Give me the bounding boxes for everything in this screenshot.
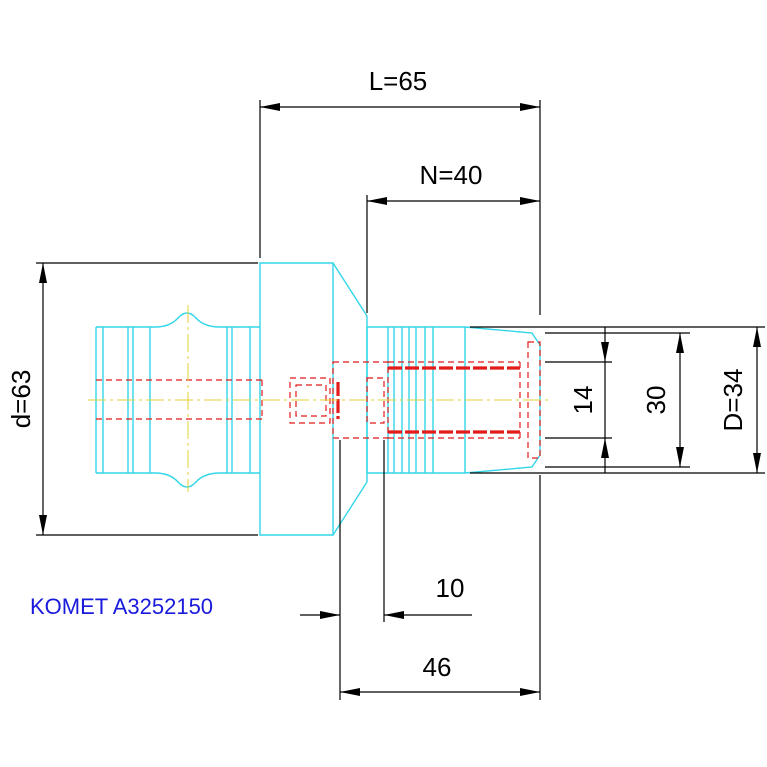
dim-label-46: 46 [423, 652, 452, 682]
tool-outline [95, 262, 541, 536]
product-code-label: KOMET A3252150 [30, 594, 213, 619]
dim-label-D: D=34 [718, 369, 748, 432]
dim-label-N: N=40 [420, 160, 483, 190]
centerlines [88, 305, 548, 492]
dim-label-d: d=63 [6, 370, 36, 429]
dim-label-30: 30 [641, 386, 671, 415]
hidden-bore-lines [96, 341, 541, 459]
dim-label-14: 14 [568, 386, 598, 415]
dim-label-L: L=65 [369, 66, 428, 96]
dim-label-10: 10 [436, 573, 465, 603]
dimensions [36, 100, 765, 700]
